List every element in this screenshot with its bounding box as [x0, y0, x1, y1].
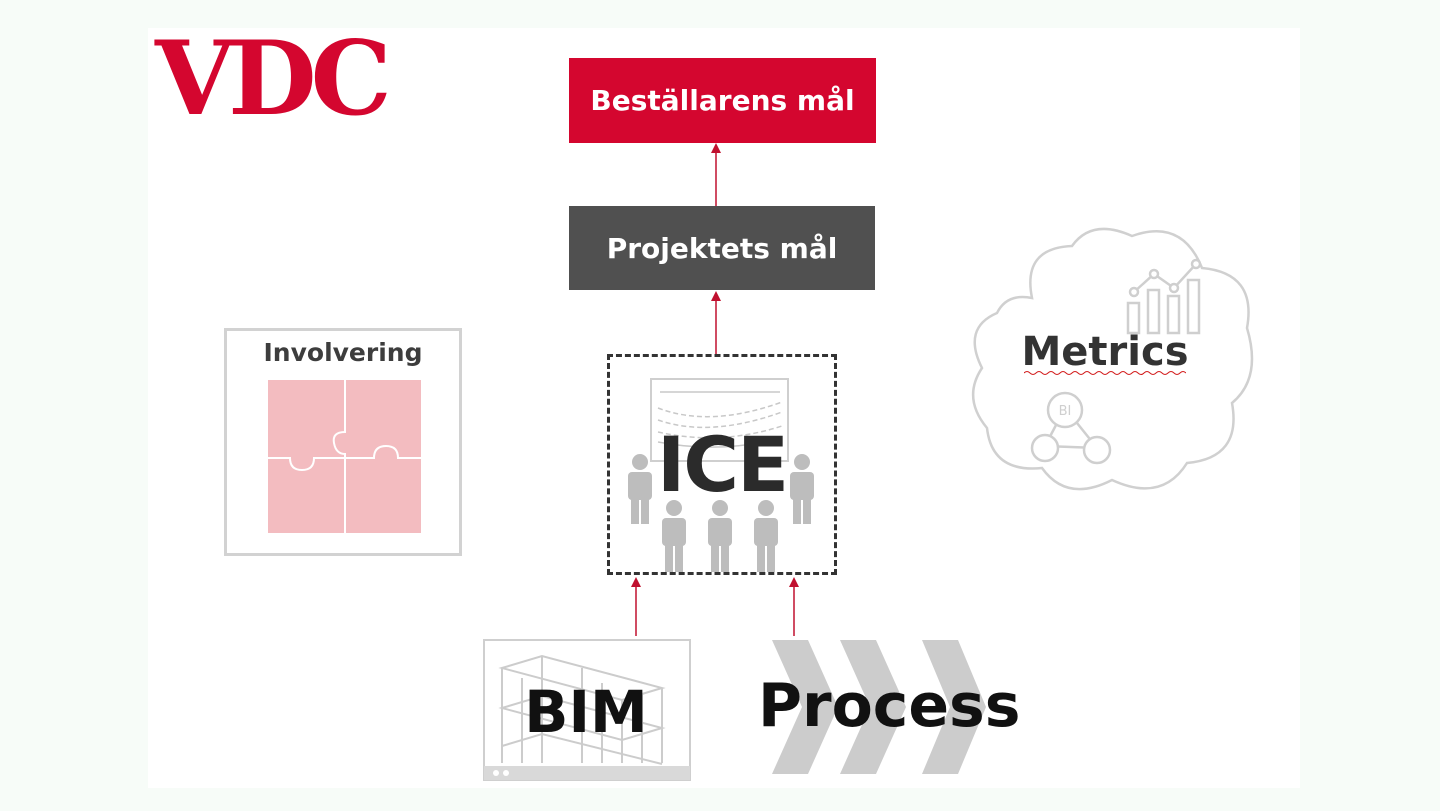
spellcheck-underline: [1024, 371, 1186, 375]
ice-label: ICE: [657, 420, 789, 509]
bim-label: BIM: [524, 678, 648, 746]
bi-network-icon: [1030, 391, 1112, 465]
bi-badge: BI: [1059, 404, 1072, 419]
planning-board-icon: [650, 378, 789, 462]
ice-box: [607, 354, 837, 575]
people-icon: [628, 454, 814, 572]
project-goal-box: Projektets mål: [569, 206, 875, 290]
cloud-icon: BI: [971, 227, 1254, 491]
metrics-label: Metrics: [1021, 329, 1189, 375]
vdc-logo: VDC: [155, 19, 392, 139]
client-goal-box: Beställarens mål: [569, 58, 876, 143]
process-chevrons-icon: [772, 640, 986, 774]
process-label: Process: [758, 671, 1021, 741]
bim-model-icon: [483, 639, 691, 781]
involvement-title: Involvering: [263, 338, 423, 367]
puzzle-icon: [268, 380, 421, 533]
bar-chart-icon: [1126, 258, 1202, 335]
